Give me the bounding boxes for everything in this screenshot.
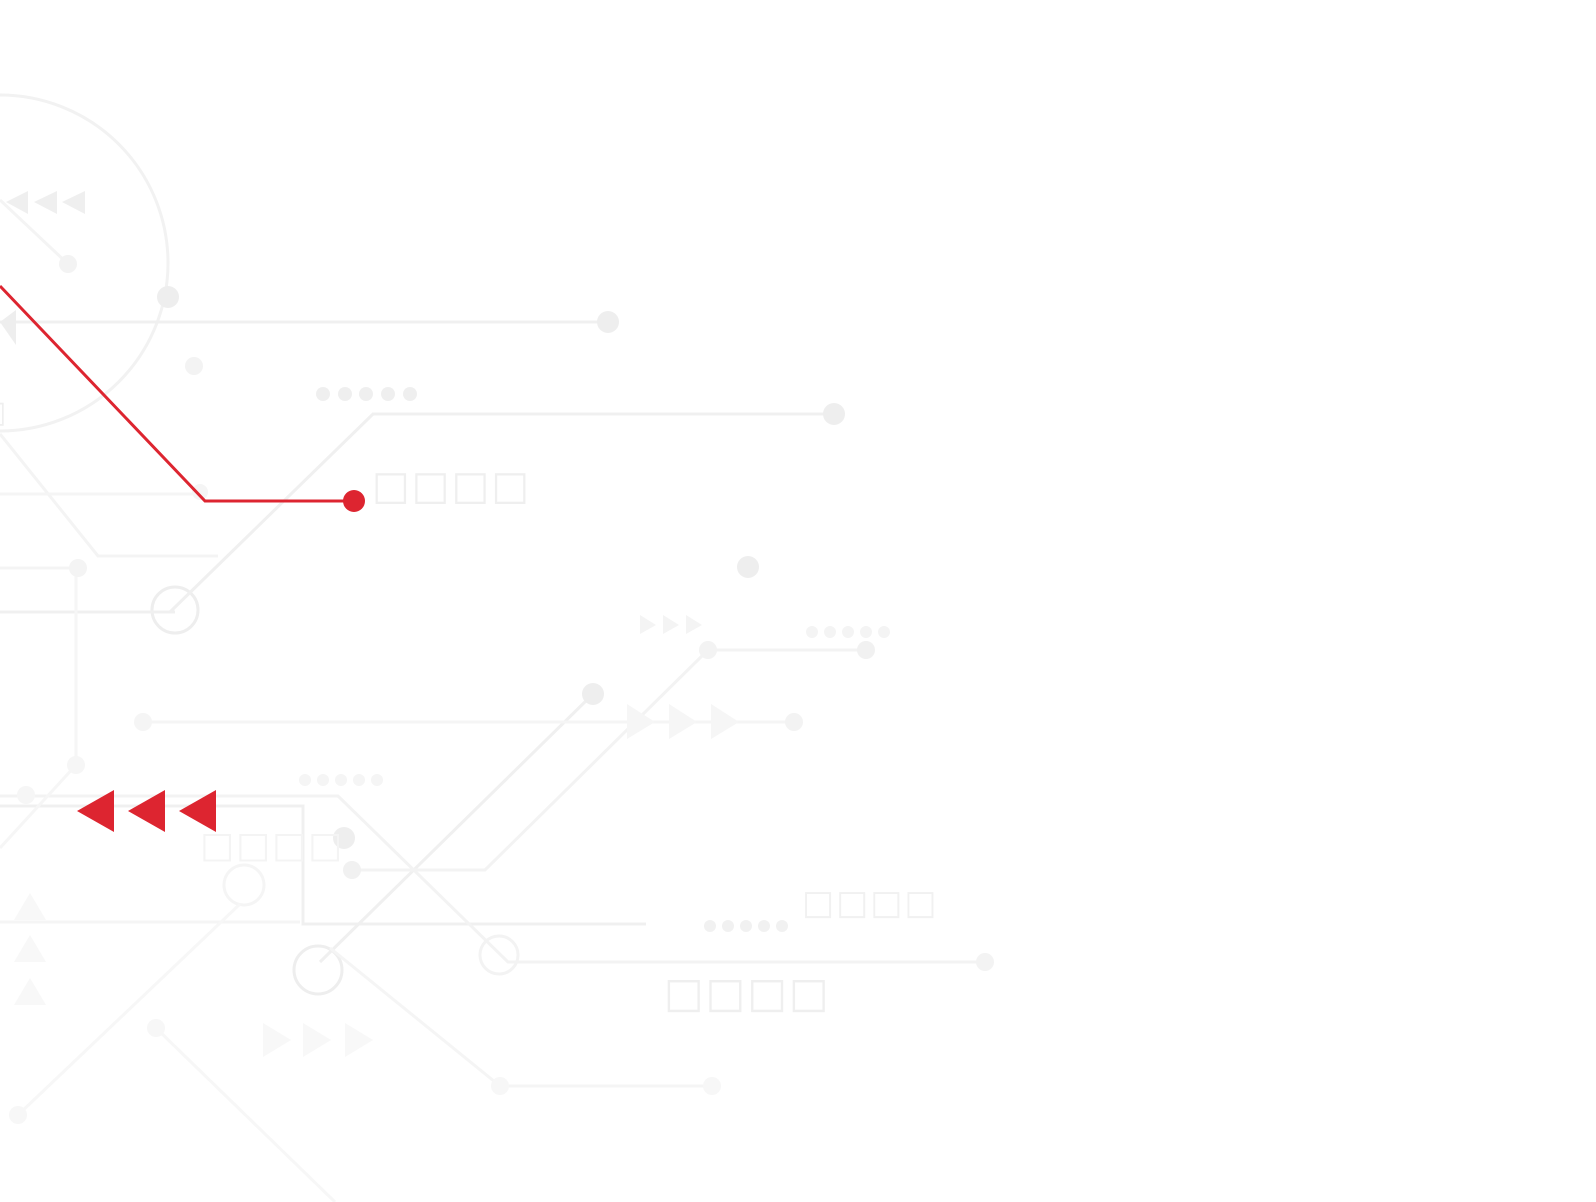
circuit-nodes — [9, 255, 994, 1124]
circuit-traces — [0, 198, 985, 1202]
placeholder-label: □□□□ — [372, 463, 532, 509]
ring-node — [478, 934, 520, 976]
ring-node — [292, 944, 344, 996]
triple-right-arrow-icon — [263, 1023, 373, 1057]
ring-node — [150, 585, 200, 635]
triple-left-arrow-icon — [77, 790, 216, 832]
triple-right-arrow-icon — [627, 704, 739, 739]
ring-node — [222, 863, 266, 907]
accent-node — [343, 490, 365, 512]
placeholder-label: □ — [0, 398, 8, 428]
placeholder-label: □□□□ — [664, 968, 831, 1017]
placeholder-label: □□□□ — [200, 825, 345, 866]
accent-path — [0, 284, 365, 512]
triple-left-arrow-icon — [0, 191, 85, 345]
triple-right-arrow-icon — [640, 615, 702, 634]
triple-up-arrow-icon — [14, 893, 46, 1005]
decorative-circles — [0, 93, 520, 996]
placeholder-label: □□□□ — [802, 883, 939, 923]
big-ring — [0, 93, 170, 433]
dot-rows — [299, 387, 890, 932]
